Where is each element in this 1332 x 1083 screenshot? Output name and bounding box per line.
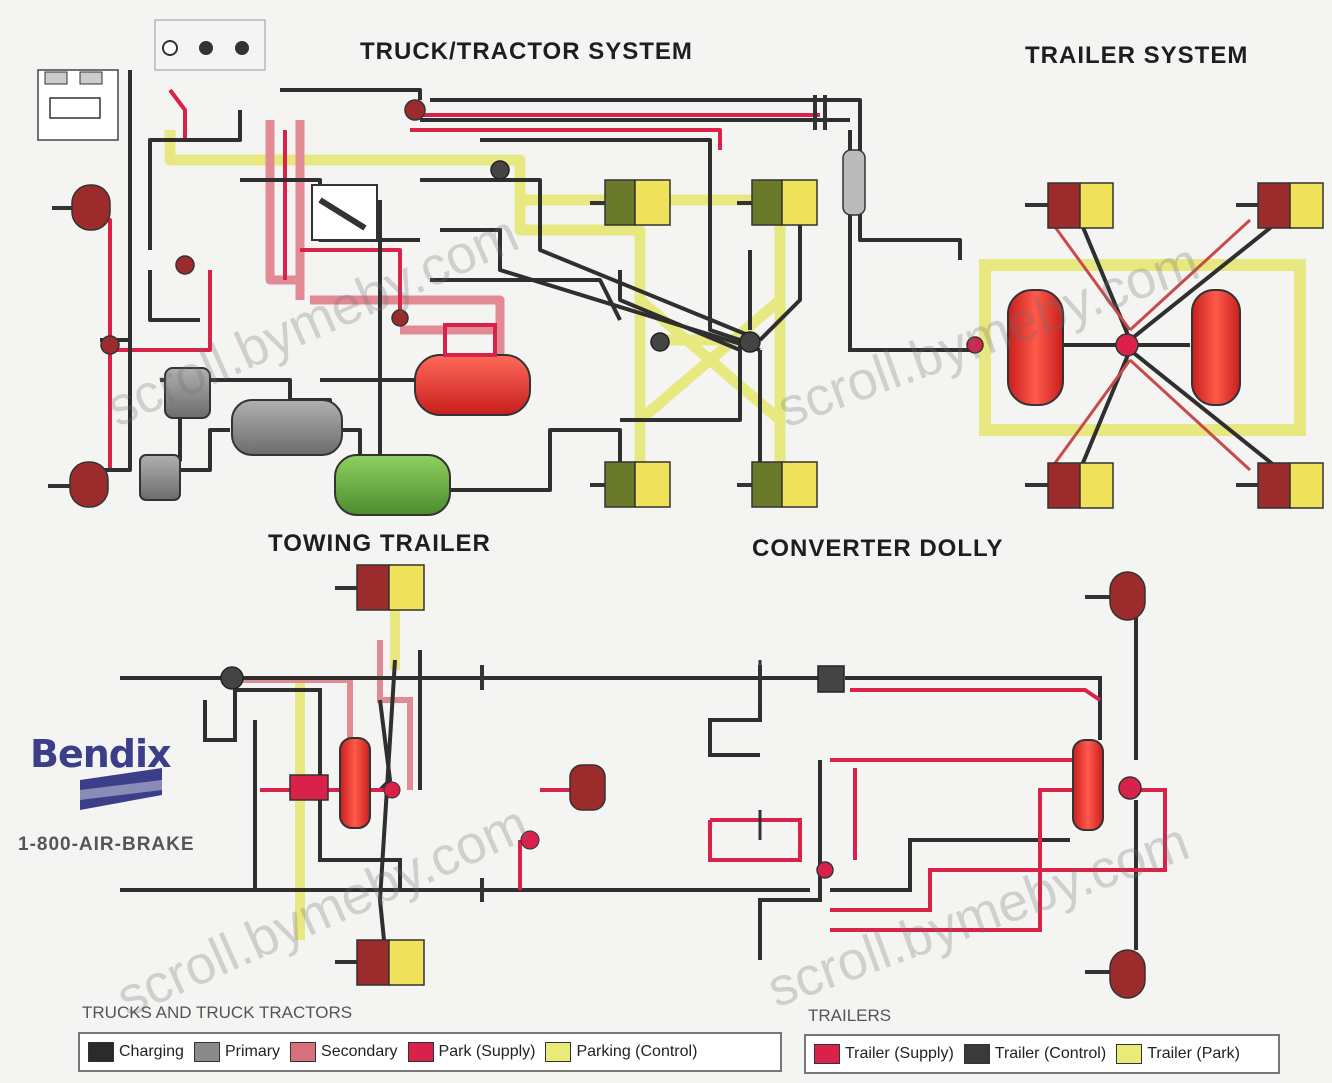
secondary-reservoir <box>414 323 531 416</box>
converter-dolly-title: CONVERTER DOLLY <box>752 535 1004 562</box>
legend-label: Trailer (Supply) <box>845 1045 954 1062</box>
legend-swatch <box>814 1044 840 1064</box>
drive-brake-chamber-1 <box>590 179 671 226</box>
towing-check-valve <box>383 781 401 799</box>
secondary-lines <box>265 120 505 360</box>
dolly-relay-valve <box>1118 776 1142 800</box>
front-brake-chamber-upper <box>52 184 111 231</box>
drive-brake-chamber-4 <box>737 461 818 508</box>
towing-spring-brake-valve <box>569 764 606 811</box>
towing-control-lines <box>120 650 810 951</box>
drive-brake-chamber-3 <box>590 461 671 508</box>
truck-tractor-system <box>37 19 962 516</box>
truck-tractor-system-title: TRUCK/TRACTOR SYSTEM <box>360 38 693 65</box>
trailer-relay-valve <box>1115 333 1139 357</box>
legend-swatch <box>963 1044 990 1064</box>
trailer-park-line <box>979 259 1306 436</box>
towing-trailer-system <box>120 564 810 986</box>
legend-label: Primary <box>224 1043 281 1060</box>
legend-swatch <box>193 1042 220 1062</box>
towing-brake-chamber-upper <box>335 564 425 611</box>
legend-item: Trailer (Control) <box>963 1044 1107 1064</box>
trailer-system <box>842 130 1324 509</box>
towing-brake-chamber-lower <box>335 939 425 986</box>
drive-brake-chamber-2 <box>737 179 818 226</box>
brand-phone: 1-800-AIR-BRAKE <box>18 834 195 855</box>
trailer-brake-chamber-2 <box>1236 182 1324 229</box>
towing-quick-release <box>520 830 540 850</box>
bendix-logo-swoosh <box>80 768 162 810</box>
dolly-brake-chamber-lower <box>1085 949 1146 999</box>
legend-trailers-heading: TRAILERS <box>808 1006 892 1025</box>
converter-dolly-system <box>708 571 1167 999</box>
dash-control-panel <box>37 69 119 141</box>
trailer-brake-chamber-1 <box>1025 182 1114 229</box>
towing-trailer-title: TOWING TRAILER <box>268 530 491 557</box>
dolly-supply-lines <box>708 688 1167 932</box>
legend-label: Secondary <box>321 1043 398 1060</box>
towing-supply-lines <box>260 788 600 890</box>
legend-item: Primary <box>193 1042 281 1062</box>
dolly-control-lines <box>708 610 1138 960</box>
bendix-logo: Bendix <box>30 732 172 776</box>
legend-trailers: Trailer (Supply) Trailer (Control) Trailer… <box>804 1034 1280 1074</box>
dolly-tee-block <box>817 665 845 693</box>
front-brake-chamber-lower <box>48 461 109 508</box>
relay-valves <box>490 160 761 353</box>
legend-label: Park (Supply) <box>438 1043 536 1060</box>
legend-label: Trailer (Control) <box>994 1045 1107 1062</box>
legend-swatch <box>1116 1044 1143 1064</box>
trailer-supply-lines <box>1048 218 1252 472</box>
legend-item: Charging <box>88 1042 184 1062</box>
legend-item: Parking (Control) <box>545 1042 697 1062</box>
legend-label: Charging <box>119 1043 184 1060</box>
trailer-emergency-valve <box>966 336 984 354</box>
trailer-reservoir-right <box>1191 289 1241 406</box>
legend-item: Trailer (Supply) <box>814 1044 954 1064</box>
legend-trucks: Charging Primary Secondary Park (Supply) Par… <box>78 1032 782 1072</box>
towing-supply-pink <box>240 640 413 790</box>
legend-swatch <box>407 1042 434 1062</box>
legend-swatch <box>545 1042 572 1062</box>
dolly-emergency-valve <box>816 861 834 879</box>
legend-item: Trailer (Park) <box>1116 1044 1240 1064</box>
air-compressor <box>139 367 211 501</box>
supply-reservoir <box>334 454 451 516</box>
trailer-brake-chamber-3 <box>1025 462 1114 509</box>
legend-item: Park (Supply) <box>407 1042 536 1062</box>
legend-swatch <box>88 1042 114 1062</box>
towing-tee-valve <box>220 666 244 690</box>
dash-gauges <box>154 19 266 71</box>
trailer-system-title: TRAILER SYSTEM <box>1025 42 1249 69</box>
legend-label: Trailer (Park) <box>1147 1045 1240 1062</box>
trailer-brake-chamber-4 <box>1236 462 1324 509</box>
towing-relay-valve <box>289 774 329 801</box>
foot-brake-valve <box>311 184 378 241</box>
trailer-reservoir-left <box>1007 289 1064 406</box>
tractor-valves <box>100 99 426 355</box>
governor-tank <box>231 399 343 456</box>
supply-lines <box>90 88 820 470</box>
trailer-line-filter <box>842 149 866 216</box>
legend-label: Parking (Control) <box>576 1043 698 1060</box>
dolly-reservoir <box>1072 739 1104 831</box>
legend-trucks-heading: TRUCKS AND TRUCK TRACTORS <box>82 1003 353 1022</box>
dolly-brake-chamber-upper <box>1085 571 1146 621</box>
tractor-gladhands <box>813 95 827 130</box>
legend-item: Secondary <box>290 1042 398 1062</box>
towing-reservoir <box>339 737 371 829</box>
legend-swatch <box>290 1042 317 1062</box>
